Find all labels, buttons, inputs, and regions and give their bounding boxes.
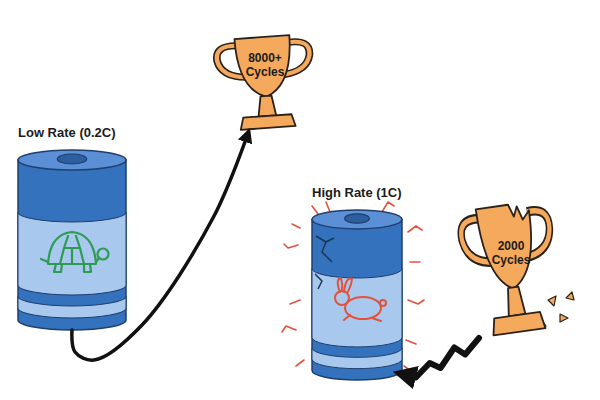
text-box: High Rate (1C) — [312, 183, 492, 203]
text-box: Low Rate (0.2C) — [18, 123, 198, 143]
battery-terminal — [57, 154, 86, 164]
battery-shape — [312, 210, 402, 380]
cycle-count: 2000 Cycles — [484, 239, 538, 268]
trophy-shape — [207, 28, 324, 135]
trophy-stem — [505, 286, 526, 316]
battery-node: High Rate (1C) — [312, 210, 402, 380]
battery-label-band — [18, 212, 126, 295]
stress-line — [404, 226, 424, 372]
battery-terminal — [345, 214, 370, 223]
trophy-base — [240, 114, 296, 130]
battery-node: Low Rate (0.2C) — [18, 150, 126, 330]
battery-ring — [18, 296, 126, 318]
battery-label-band — [312, 269, 402, 347]
trophy-node: 8000+ Cycles — [210, 32, 320, 132]
trophy-node: 2000 Cycles — [458, 198, 563, 338]
rate-heading: High Rate (1C) — [312, 185, 492, 201]
trophy-base — [491, 311, 545, 335]
battery-shape — [18, 150, 126, 330]
cycle-count: 8000+ Cycles — [237, 51, 293, 80]
flow-arrow — [402, 338, 479, 378]
rate-heading: Low Rate (0.2C) — [18, 125, 198, 141]
battery-ring — [312, 348, 402, 369]
battery-body — [18, 160, 126, 330]
battery-top — [312, 210, 402, 229]
text-box: 2000 Cycles — [484, 228, 538, 278]
trophy-cup — [234, 35, 293, 99]
trophy-shape — [449, 191, 572, 344]
battery-body — [312, 219, 402, 380]
trophy-cup — [476, 202, 540, 292]
text-box: 8000+ Cycles — [237, 44, 293, 86]
battery-top — [18, 150, 126, 170]
trophy-stem — [257, 95, 276, 116]
